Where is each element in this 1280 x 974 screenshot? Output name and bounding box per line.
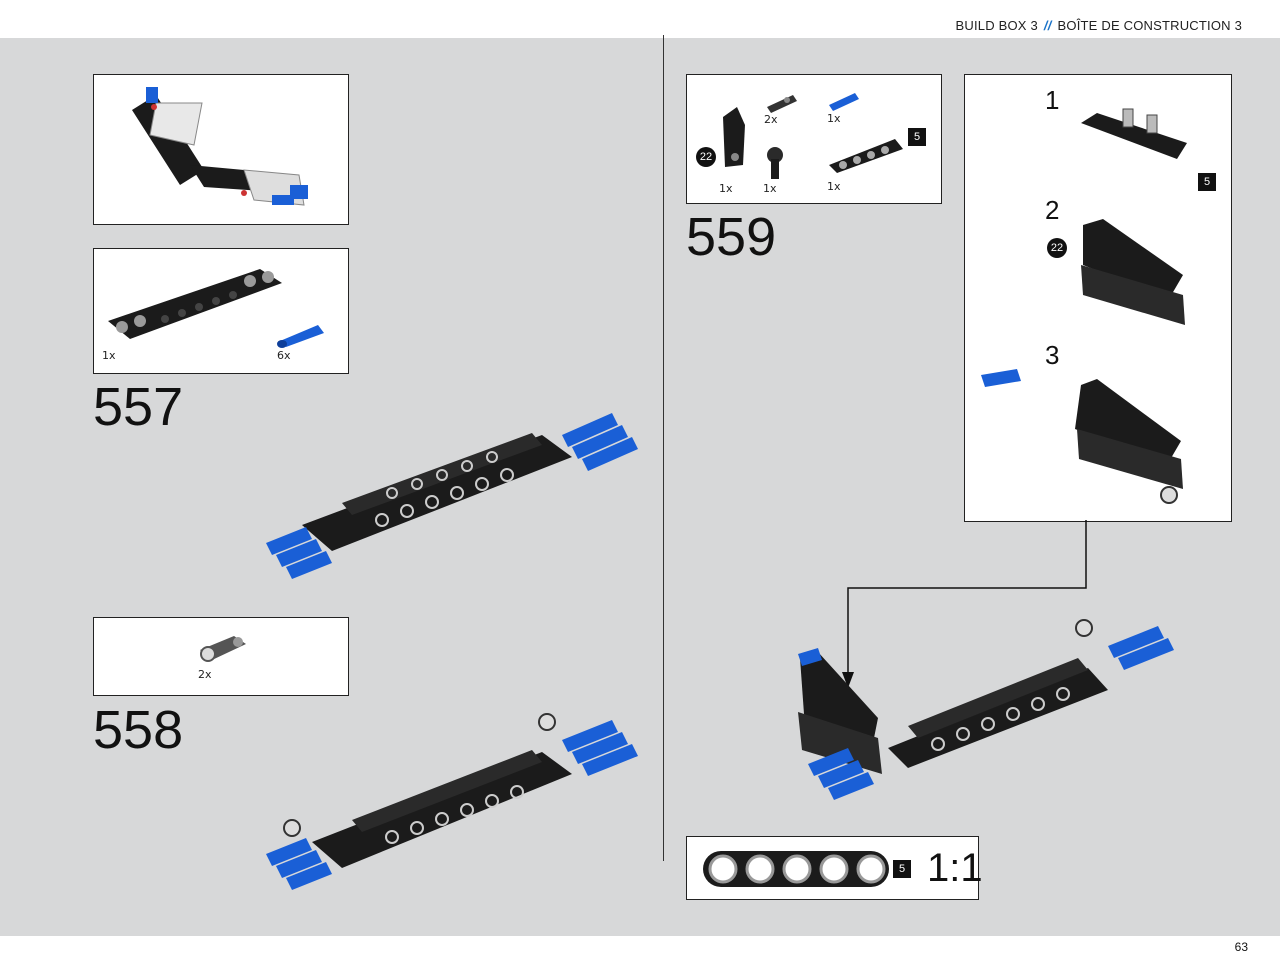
scale-ratio: 1:1 [927,846,983,890]
axle-pin-icon [767,95,797,113]
blue-axle-pin-icon [277,325,324,348]
part-qty: 2x [764,113,778,126]
black-beam-5-icon [829,139,903,173]
part-qty: 1x [827,112,841,125]
header-separator: // [1043,18,1052,33]
length-5-tag: 5 [893,860,911,878]
panel-on-beam-icon [1081,219,1185,325]
page-divider [663,35,664,861]
substep-number: 3 [1045,340,1060,370]
blue-pin-icon [829,93,859,111]
panel-with-pin-icon [1075,379,1183,504]
substep-number: 2 [1045,195,1060,225]
black-beam-7-icon [108,269,282,339]
sub-assembly-callout-box: 1 5 2 22 3 [964,74,1232,522]
step-number: 559 [686,207,777,267]
header-bar: BUILD BOX 3 // BOÎTE DE CONSTRUCTION 3 [0,0,1280,38]
step-558-assembly-icon [266,713,638,890]
step-559-assembly-icon [798,619,1174,800]
step-number: 557 [93,377,184,437]
length-5-tag: 5 [908,128,926,146]
header-left-text: BUILD BOX 3 [955,18,1038,33]
step-559-parts-box: 22 1x 2x 1x 1x 5 1x [686,74,942,204]
part-qty: 1x [827,180,841,193]
model-preview-box [93,74,349,225]
step-557-assembly-icon [266,413,638,579]
substep-number: 1 [1045,85,1060,115]
header-title: BUILD BOX 3 // BOÎTE DE CONSTRUCTION 3 [956,18,1242,33]
callout-22-badge: 22 [1047,238,1067,258]
scale-reference-box: 5 1:1 [686,836,983,900]
header-right-text: BOÎTE DE CONSTRUCTION 3 [1057,18,1242,33]
model-preview-icon [132,87,308,206]
page-number: 63 [1234,940,1248,954]
part-qty: 1x [763,182,777,195]
part-qty: 2x [198,668,212,681]
part-qty: 1x [102,349,116,362]
part-qty: 1x [719,182,733,195]
part-qty: 6x [277,349,291,362]
step-558-parts-box: 2x [93,617,349,696]
step-number: 558 [93,700,184,760]
black-panel-icon [723,107,745,167]
footer-bar: 63 [0,936,1280,974]
blue-pin-insert-icon [981,369,1068,399]
step-557-parts-box: 1x 6x [93,248,349,374]
ball-joint-icon [767,147,783,179]
beam-with-pins-icon [1081,108,1187,159]
gray-connector-icon [200,636,246,662]
callout-22-badge: 22 [696,147,716,167]
length-5-tag: 5 [1198,173,1216,191]
callout-connector-line [842,520,1087,688]
beam-scale-icon [703,851,889,887]
